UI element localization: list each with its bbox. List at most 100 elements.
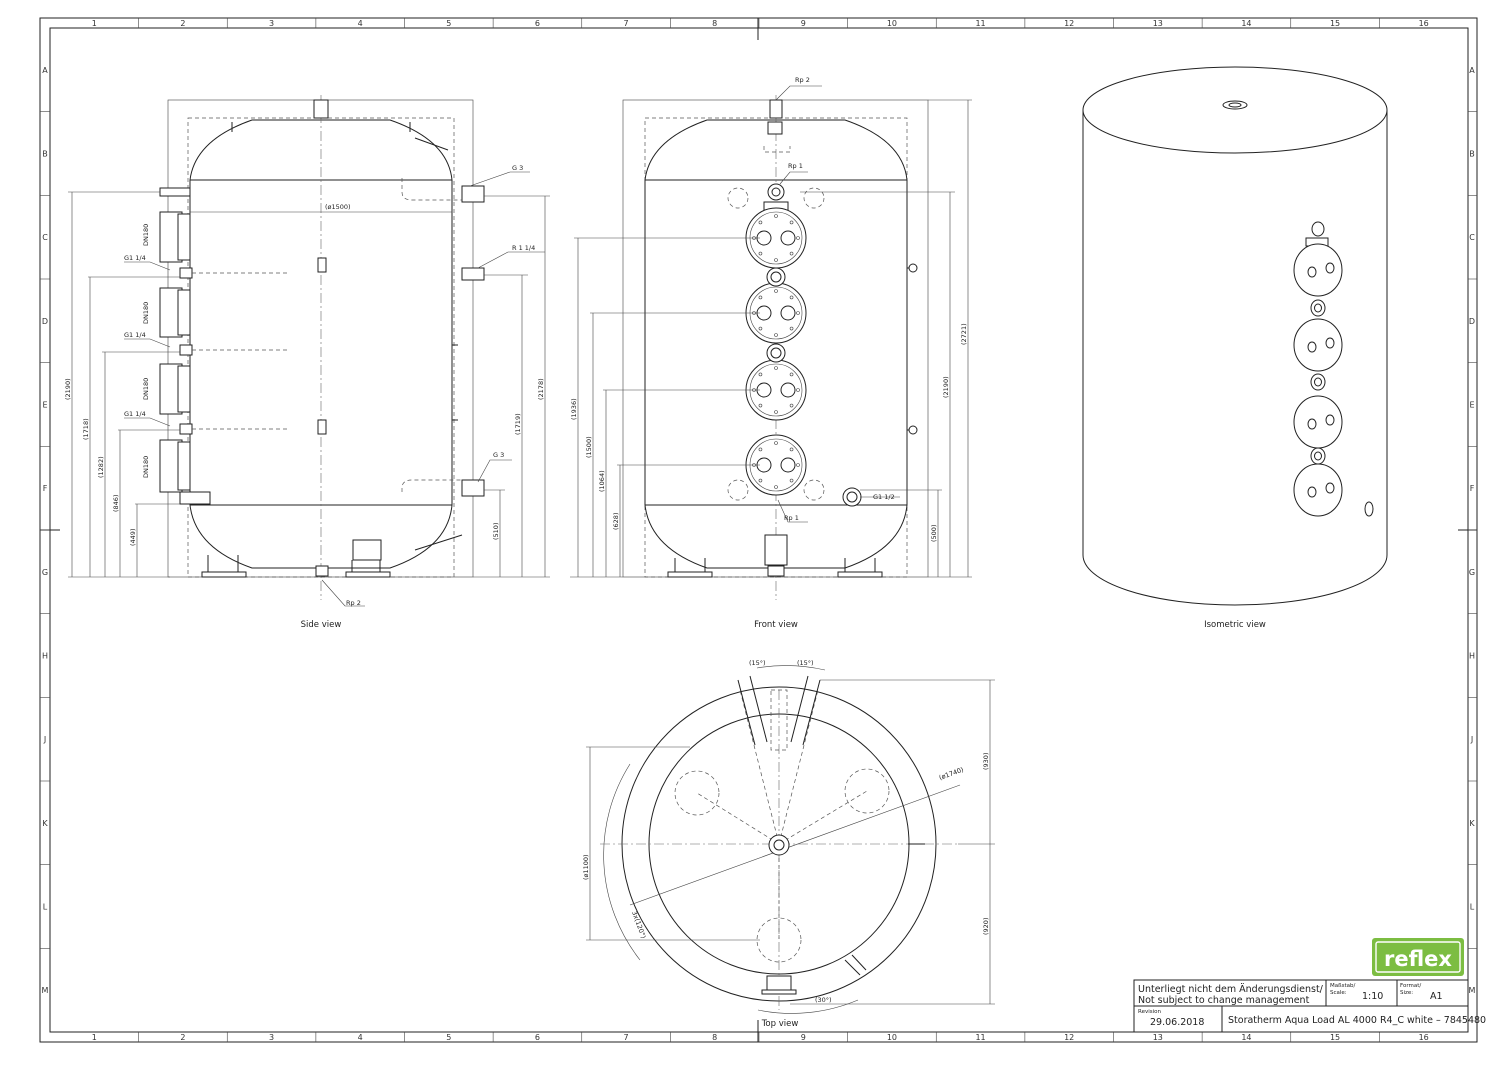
grid-row-left-label: J xyxy=(43,735,46,744)
note-de: Unterliegt nicht dem Änderungsdienst/ xyxy=(1138,984,1324,995)
front-flange-bolt xyxy=(796,388,800,392)
iso-top-port xyxy=(1311,221,1325,237)
grid-col-bottom-label: 9 xyxy=(801,1033,806,1042)
top-dim-1740: (ø1740) xyxy=(938,766,965,782)
revision-date: 29.06.2018 xyxy=(1150,1017,1204,1028)
grid-row-right-label: G xyxy=(1469,568,1475,577)
side-dim-1282: (1282) xyxy=(97,456,105,478)
side-label-dn-3: DN180 xyxy=(142,378,150,400)
front-flange-bolt xyxy=(796,236,800,240)
side-flange-plate xyxy=(177,213,191,261)
front-flange-port xyxy=(780,457,796,473)
front-flange-bolt xyxy=(774,214,778,218)
front-flange-bolt xyxy=(774,258,778,262)
logo-text: reflex xyxy=(1384,947,1452,971)
grid-row-left-label: M xyxy=(42,986,49,995)
front-label-rp1-bottom: Rp 1 xyxy=(784,514,799,522)
scale-value: 1:10 xyxy=(1362,991,1383,1002)
format-label-en: Size: xyxy=(1400,990,1413,996)
front-view xyxy=(570,85,972,600)
front-label-g112: G1 1/2 xyxy=(873,493,895,501)
grid-col-bottom-label: 10 xyxy=(887,1033,897,1042)
side-dim-510: (510) xyxy=(492,523,500,540)
side-dim-846: (846) xyxy=(112,495,120,512)
front-flange-bolt xyxy=(774,485,778,489)
grid-col-top-label: 14 xyxy=(1241,19,1251,28)
front-flange-bolt xyxy=(789,447,794,452)
front-flange-bolt xyxy=(774,289,778,293)
top-angle-3x120: 3x(120°) xyxy=(630,910,647,940)
front-flange-bolt xyxy=(758,326,763,331)
front-flange-bolt xyxy=(789,295,794,300)
grid-col-top-label: 7 xyxy=(624,19,629,28)
iso-flange xyxy=(1293,243,1343,297)
grid-col-top-label: 12 xyxy=(1064,19,1074,28)
top-dim-930: (930) xyxy=(982,753,990,770)
grid-col-top-label: 10 xyxy=(887,19,897,28)
grid-col-top-label: 11 xyxy=(975,19,985,28)
front-flange-bolt xyxy=(774,333,778,337)
side-dim-1718: (1718) xyxy=(82,418,90,440)
front-flange-bolt xyxy=(758,447,763,452)
front-flange-bolt xyxy=(774,410,778,414)
grid-col-bottom-label: 6 xyxy=(535,1033,540,1042)
title-block xyxy=(1133,979,1469,1033)
side-label-r114: R 1 1/4 xyxy=(512,244,535,252)
drawing-title: Storatherm Aqua Load AL 4000 R4_C white … xyxy=(1228,1015,1486,1026)
grid-row-left-label: G xyxy=(42,568,48,577)
side-dim-1500: (ø1500) xyxy=(325,203,351,211)
front-flange-bolt xyxy=(758,251,763,256)
front-dim-2721: (2721) xyxy=(960,323,968,345)
front-flange-port xyxy=(780,305,796,321)
grid-row-left-label: A xyxy=(42,66,48,75)
side-label-g14-a: G1 1/4 xyxy=(124,254,146,262)
iso-flange-port xyxy=(1307,418,1317,430)
top-angle-15-right: (15°) xyxy=(797,659,814,667)
side-view xyxy=(68,95,550,607)
grid-row-right-label: C xyxy=(1469,233,1475,242)
iso-flange-port xyxy=(1307,486,1317,498)
format-value: A1 xyxy=(1430,991,1443,1002)
iso-flange-port xyxy=(1325,482,1335,494)
front-dim-628: (628) xyxy=(612,513,620,530)
side-flange-plate xyxy=(177,441,191,491)
grid-row-right-label: A xyxy=(1469,66,1475,75)
side-dim-449: (449) xyxy=(129,529,137,546)
format-label-de: Format/ xyxy=(1400,983,1421,989)
iso-flange-port xyxy=(1325,337,1335,349)
grid-col-top-label: 5 xyxy=(446,19,451,28)
grid-row-right-label: J xyxy=(1470,735,1473,744)
side-label-g3-top: G 3 xyxy=(512,164,523,172)
isometric-view xyxy=(1082,66,1388,606)
top-view-caption: Top view xyxy=(761,1019,799,1029)
front-dim-1936: (1936) xyxy=(570,398,578,420)
grid-row-left-label: D xyxy=(42,317,48,326)
scale-label-en: Scale: xyxy=(1330,990,1347,996)
revision-label: Revision xyxy=(1138,1009,1161,1015)
side-label-dn-1: DN180 xyxy=(142,224,150,246)
grid-col-bottom-label: 14 xyxy=(1241,1033,1251,1042)
side-dim-2178: (2178) xyxy=(537,378,545,400)
grid-row-left-label: H xyxy=(42,652,48,661)
iso-flange xyxy=(1293,318,1343,372)
grid-row-right-label: E xyxy=(1469,401,1474,410)
front-view-caption: Front view xyxy=(754,620,798,630)
front-flange-port xyxy=(780,230,796,246)
grid-row-left-label: B xyxy=(42,150,48,159)
grid-col-bottom-label: 2 xyxy=(180,1033,185,1042)
grid-row-right-label: K xyxy=(1469,819,1475,828)
side-label-g14-b: G1 1/4 xyxy=(124,331,146,339)
iso-small-port-inner xyxy=(1314,303,1322,313)
grid-col-top-label: 16 xyxy=(1419,19,1429,28)
side-label-g3-bottom: G 3 xyxy=(493,451,504,459)
grid-row-left-label: F xyxy=(43,484,48,493)
iso-flange-port xyxy=(1307,341,1317,353)
iso-flange-port xyxy=(1307,266,1317,278)
front-flange-bolt xyxy=(789,326,794,331)
grid-col-bottom-label: 3 xyxy=(269,1033,274,1042)
front-flange-bolt xyxy=(774,366,778,370)
reflex-logo xyxy=(1372,938,1464,976)
front-dim-1500: (1500) xyxy=(585,436,593,458)
